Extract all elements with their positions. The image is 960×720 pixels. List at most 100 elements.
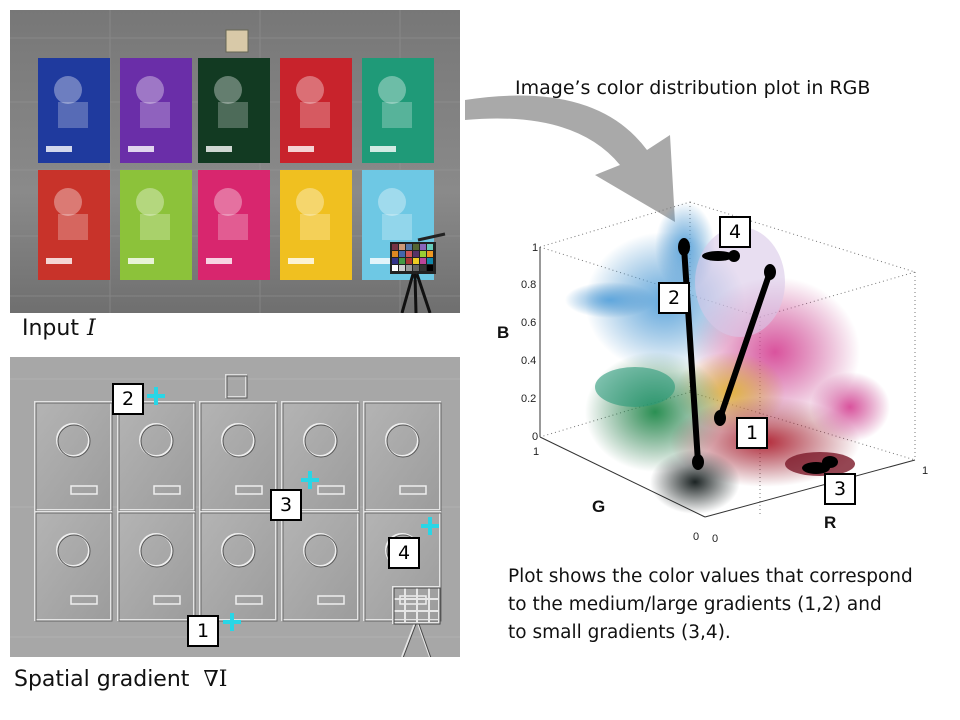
checker-patch	[392, 244, 398, 250]
poster-text-block	[206, 258, 232, 264]
checker-patch	[427, 258, 433, 264]
gradient-marker-4: 4	[388, 537, 420, 569]
r-tick-1: 1	[922, 465, 929, 477]
checker-patch	[413, 265, 419, 271]
poster-figure	[382, 214, 412, 240]
axis-label-r: R	[824, 513, 837, 532]
point-cloud	[565, 202, 890, 514]
poster-figure	[54, 76, 82, 104]
embossed-figure-shadow	[304, 424, 338, 458]
checker-patch	[406, 258, 412, 264]
gradient-caption-symbol: ∇I	[203, 667, 228, 692]
gradient-image	[10, 357, 460, 657]
cross-3	[301, 471, 319, 489]
poster-text-block	[206, 146, 232, 152]
checker-patch	[420, 244, 426, 250]
poster	[38, 58, 110, 163]
embossed-figure	[56, 533, 90, 567]
poster-text-block	[370, 146, 396, 152]
poster-text-block	[128, 258, 154, 264]
poster-figure	[300, 214, 330, 240]
embossed-figure	[385, 423, 419, 457]
embossed-figure-shadow	[57, 424, 91, 458]
poster-figure	[382, 102, 412, 128]
poster-figure	[214, 76, 242, 104]
axis-label-g: G	[592, 497, 606, 516]
embossed-figure-shadow	[57, 534, 91, 568]
gradient-marker-2: 2	[112, 383, 144, 415]
cross-4	[421, 517, 439, 535]
poster-figure	[214, 188, 242, 216]
embossed-figure	[303, 533, 337, 567]
embossed-figure-shadow	[222, 534, 256, 568]
cluster-4	[702, 251, 734, 261]
plot-title: Image’s color distribution plot in RGB	[515, 77, 871, 99]
poster-figure	[218, 214, 248, 240]
checker-patch	[413, 258, 419, 264]
checker-patch	[420, 251, 426, 257]
embossed-poster-shadow	[364, 512, 442, 622]
b-tick-1: 1	[532, 242, 539, 254]
b-tick-02: 0.2	[521, 393, 537, 405]
poster-figure	[58, 102, 88, 128]
poster-figure	[296, 76, 324, 104]
checker-patch	[413, 251, 419, 257]
poster-text-block	[46, 258, 72, 264]
embossed-poster-shadow	[282, 512, 360, 622]
plot-marker-1: 1	[736, 417, 768, 449]
poster-figure	[140, 214, 170, 240]
poster	[362, 58, 434, 163]
poster-text-block	[128, 146, 154, 152]
checker-patch	[427, 265, 433, 271]
embossed-text-block	[153, 595, 181, 605]
cross-2	[147, 387, 165, 405]
poster	[280, 58, 352, 163]
gradient-caption-text: Spatial gradient	[14, 667, 190, 692]
poster-text-block	[46, 146, 72, 152]
g-tick-0: 0	[693, 531, 700, 543]
gradient-marker-1: 1	[187, 615, 219, 647]
poster	[120, 58, 192, 163]
plot-marker-3: 3	[824, 473, 856, 505]
embossed-poster	[199, 511, 277, 621]
gradient-marker-3: 3	[270, 489, 302, 521]
checker-patch	[413, 244, 419, 250]
embossed-poster-shadow	[118, 512, 196, 622]
b-tick-06: 0.6	[521, 317, 537, 329]
checker-patch	[406, 251, 412, 257]
checker-patch	[427, 251, 433, 257]
poster-figure	[300, 102, 330, 128]
description-line-2: to the medium/large gradients (1,2) and	[508, 594, 882, 615]
input-image	[10, 10, 460, 313]
embossed-text-block	[235, 485, 263, 495]
r-tick-0: 0	[712, 533, 719, 545]
b-tick-08: 0.8	[521, 279, 537, 291]
poster-figure	[54, 188, 82, 216]
embossed-figure	[303, 423, 337, 457]
embossed-figure	[56, 423, 90, 457]
embossed-figure-shadow	[304, 534, 338, 568]
embossed-text-block	[235, 595, 263, 605]
line-1	[717, 269, 773, 421]
axis-label-b: B	[497, 323, 510, 342]
cross-1	[223, 613, 241, 631]
checker-patch	[406, 265, 412, 271]
embossed-figure	[139, 423, 173, 457]
poster-text-block	[288, 146, 314, 152]
poster-figure	[58, 214, 88, 240]
checker-patch	[399, 258, 405, 264]
embossed-figure-shadow	[140, 534, 174, 568]
b-tick-04: 0.4	[521, 355, 537, 367]
embossed-figure	[221, 533, 255, 567]
embossed-text-block	[399, 485, 427, 495]
checker-patch	[392, 258, 398, 264]
poster-figure	[136, 76, 164, 104]
plot-description: Plot shows the color values that corresp…	[508, 563, 913, 647]
poster-figure	[378, 76, 406, 104]
poster-text-block	[370, 258, 396, 264]
checker-patch	[399, 251, 405, 257]
input-image-scene	[10, 10, 460, 313]
embossed-poster-shadow	[35, 512, 113, 622]
b-tick-0: 0	[532, 431, 539, 443]
